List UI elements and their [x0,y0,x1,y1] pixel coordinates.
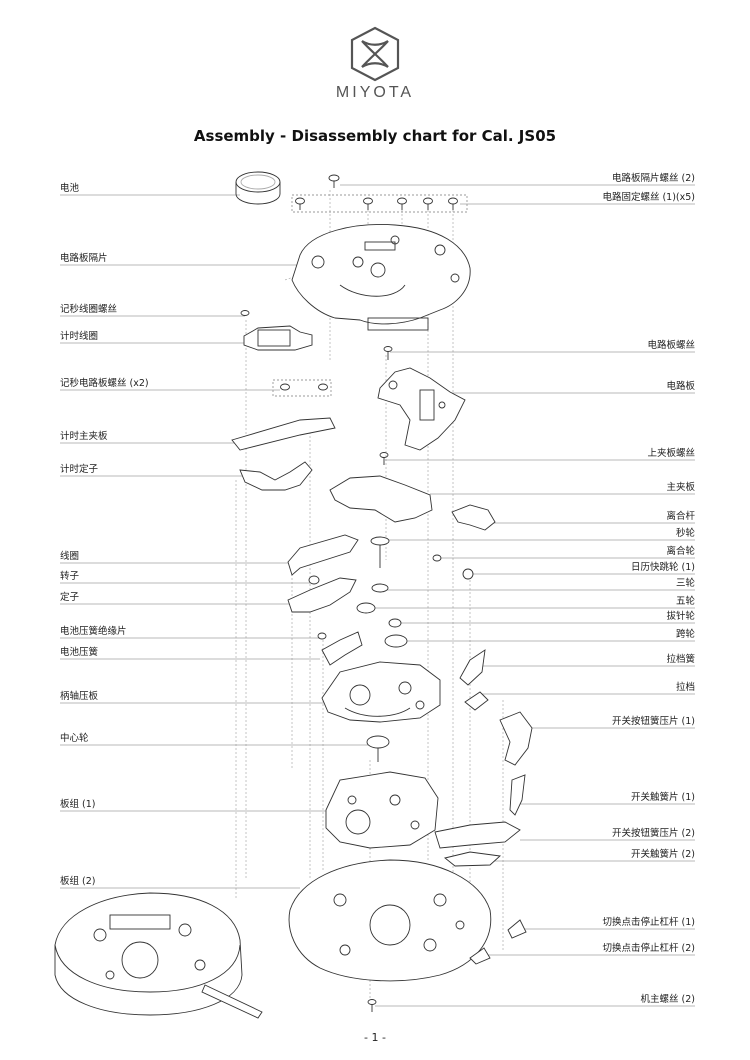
stop-lever-1 [507,919,527,939]
timing-coil [240,310,313,351]
label-third-wheel: 三轮 [675,578,695,589]
circuit-board [377,346,466,451]
label-clutch-wheel: 离合轮 [666,546,695,557]
label-setting-wheel: 拔针轮 [666,611,695,622]
chrono-screws [272,379,332,397]
setting-lever-spring [459,649,486,686]
stator [287,577,357,613]
center-wheel [366,735,390,762]
switch-contact-spring-1 [509,774,526,816]
label-plate-group-2: 板组 (2) [60,876,96,887]
setting-lever [464,691,489,711]
rotor [308,575,320,585]
label-second-wheel: 秒轮 [675,528,695,539]
label-switch-contact-spring-1: 开关触簧片 (1) [631,792,695,803]
switch-spring-plate-1 [499,711,533,766]
label-circuit-fix-screw: 电路固定螺丝 (1)(x5) [602,192,695,203]
label-chrono-screws: 记秒电路板螺丝 (x2) [60,378,149,389]
stop-lever-2 [469,947,491,965]
label-stop-lever-2: 切换点击停止杠杆 (2) [602,943,695,954]
label-main-screw: 机主螺丝 (2) [640,994,695,1005]
switch-contact-spring-2 [444,851,502,867]
circuit-spacer-plate [291,224,471,331]
stem-pressure-plate [321,661,441,723]
label-switch-spring-plate-2: 开关按钮簧压片 (2) [612,828,695,839]
label-battery-spring-insulator: 电池压簧绝缘片 [60,626,127,637]
label-stem-pressure-plate: 柄轴压板 [60,691,99,702]
battery-spring-insulator [317,632,327,640]
label-timing-coil: 计时线圈 [60,331,99,342]
switch-spring-plate-2 [434,821,521,849]
label-coil-screw: 记秒线圈螺丝 [60,304,118,315]
brand-name: MIYOTA [335,84,415,101]
second-wheel [370,536,390,568]
label-setting-lever-spring: 拉档簧 [666,654,695,665]
intermediate-wheel [384,634,408,648]
third-wheel [371,583,389,593]
label-circuit-spacer: 电路板隔片 [60,253,108,264]
label-stator: 定子 [60,592,80,603]
main-bridge [329,475,433,523]
label-chrono-main-bridge: 计时主夹板 [60,431,108,442]
label-battery-spring: 电池压簧 [60,647,99,658]
chrono-main-bridge [231,417,336,451]
fifth-wheel [356,602,376,614]
plate-group-2 [288,859,492,982]
label-main-bridge: 主夹板 [666,482,695,493]
assembled-movement [54,892,263,1019]
main-screw [367,999,377,1012]
right-leader-lines [340,184,695,1007]
clutch-lever [451,504,496,531]
battery-spring [321,631,363,666]
chrono-stator [239,461,313,491]
setting-wheel [388,618,402,628]
label-circuit-board-screw: 电路板螺丝 [647,340,695,351]
label-setting-lever: 拉档 [675,682,695,693]
label-battery: 电池 [60,183,80,194]
coil [287,534,359,576]
calendar-jumper-wheel [462,568,474,580]
plate-group-1 [325,771,439,849]
label-plate-group-1: 板组 (1) [60,799,96,810]
page-number: - 1 - [364,1031,386,1044]
circuit-screws [291,174,468,213]
page-title: Assembly - Disassembly chart for Cal. JS… [193,127,557,145]
label-spacer-screw: 电路板隔片螺丝 (2) [612,173,695,184]
label-chrono-stator: 计时定子 [60,464,99,475]
label-switch-contact-spring-2: 开关触簧片 (2) [631,849,695,860]
miyota-logo-icon [350,26,400,82]
label-calendar-jumper-wheel: 日历快跳轮 (1) [631,562,695,573]
label-rotor: 转子 [60,571,80,582]
label-coil: 线圈 [60,551,80,562]
label-clutch-lever: 离合杆 [666,511,695,522]
label-switch-spring-plate-1: 开关按钮簧压片 (1) [612,716,695,727]
battery [235,171,281,205]
left-leader-lines [60,194,370,889]
label-fifth-wheel: 五轮 [675,596,695,607]
label-intermediate-wheel: 跨轮 [675,629,695,640]
label-center-wheel: 中心轮 [60,733,89,744]
label-stop-lever-1: 切换点击停止杠杆 (1) [602,917,695,928]
clutch-wheel [432,554,442,562]
upper-bridge-screw [379,452,389,465]
label-circuit-board: 电路板 [666,381,695,392]
label-upper-bridge-screw: 上夹板螺丝 [647,448,695,459]
